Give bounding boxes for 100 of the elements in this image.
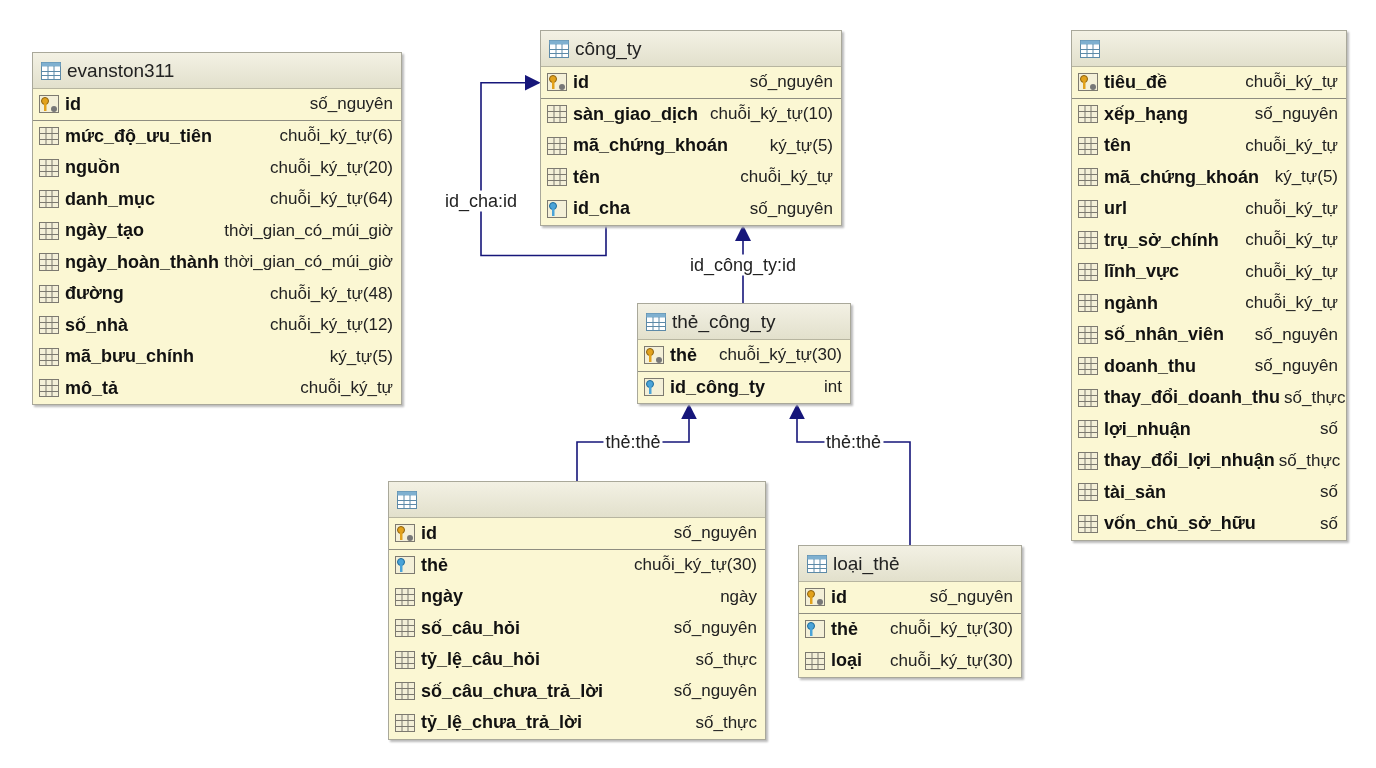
column-name: số_nhân_viên [1104, 324, 1225, 346]
column-type: số [1319, 482, 1338, 503]
column-type: số_nguyên [1253, 324, 1338, 345]
column-name: id [831, 586, 847, 608]
column-type: ký_tự(5) [1273, 167, 1338, 188]
table-card [637, 303, 851, 404]
column-type: chuỗi_ký_tự(30) [889, 650, 1013, 671]
table-row [389, 707, 765, 739]
column-name: thẻ [670, 344, 697, 366]
column-name: loại [831, 650, 862, 672]
column-name: url [1104, 198, 1127, 220]
column-type: ký_tự(5) [328, 346, 393, 367]
column-type: chuỗi_ký_tự(30) [889, 619, 1013, 640]
column-name: tỷ_lệ_câu_hỏi [421, 649, 541, 671]
table-row [1072, 508, 1346, 540]
column-name: thay_đổi_doanh_thu [1104, 387, 1280, 409]
column-type: số_thực [694, 649, 757, 670]
table-row [541, 67, 841, 99]
table-row [1072, 67, 1346, 99]
column-name: vốn_chủ_sở_hữu [1104, 513, 1256, 535]
column-type: chuỗi_ký_tự(12) [269, 315, 393, 336]
column-type: int [823, 377, 842, 398]
column-name: thẻ [831, 618, 858, 640]
table-row [33, 372, 401, 404]
column-name: trụ_sở_chính [1104, 229, 1219, 251]
table-row [799, 613, 1021, 645]
column-name: tên [573, 166, 600, 188]
column-type: chuỗi_ký_tự [1244, 72, 1338, 93]
column-name: xếp_hạng [1104, 103, 1189, 125]
column-type: chuỗi_ký_tự(30) [718, 345, 842, 366]
column-name: tiêu_đề [1104, 71, 1168, 93]
table-row [389, 549, 765, 581]
table-row [33, 89, 401, 121]
column-type: ký_tự(5) [768, 135, 833, 156]
table-row [541, 193, 841, 225]
table-row [541, 98, 841, 130]
column-type: chuỗi_ký_tự(20) [269, 157, 393, 178]
relationship-arrow [480, 74, 607, 257]
column-type: số [1319, 419, 1338, 440]
column-name: ngày [421, 586, 463, 608]
column-name: id [65, 93, 81, 115]
column-type: thời_gian_có_múi_giờ [223, 252, 393, 273]
column-type: số_thực [1277, 450, 1341, 471]
table-card [388, 481, 766, 740]
column-name: ngành [1104, 292, 1158, 314]
column-type: số_nguyên [672, 618, 757, 639]
column-type: số_nguyên [1253, 356, 1338, 377]
column-type: số_nguyên [1253, 104, 1338, 125]
column-name: nguồn [65, 157, 120, 179]
column-name: sàn_giao_dịch [573, 103, 699, 125]
table-row [799, 582, 1021, 614]
column-type: chuỗi_ký_tự [1244, 293, 1338, 314]
column-type: số_nguyên [928, 587, 1013, 608]
table-name: thẻ_công_ty [672, 310, 776, 333]
column-type: thời_gian_có_múi_giờ [223, 220, 393, 241]
column-name: tài_sản [1104, 481, 1167, 503]
column-name: doanh_thu [1104, 355, 1196, 377]
table-name: loại_thẻ [833, 552, 900, 575]
column-name: mã_chứng_khoán [1104, 166, 1260, 188]
column-name: danh_mục [65, 188, 156, 210]
column-name: tỷ_lệ_chưa_trả_lời [421, 712, 582, 734]
column-type: số [1319, 513, 1338, 534]
column-type: chuỗi_ký_tự(30) [633, 555, 757, 576]
column-type: chuỗi_ký_tự [1244, 198, 1338, 219]
column-name: ngày_hoàn_thành [65, 251, 220, 273]
column-name: lĩnh_vực [1104, 261, 1180, 283]
column-type: số_thực [1283, 387, 1346, 408]
table-row [389, 518, 765, 550]
column-type: chuỗi_ký_tự [739, 167, 833, 188]
column-name: số_nhà [65, 314, 129, 336]
table-row [1072, 98, 1346, 130]
column-type: số_nguyên [748, 72, 833, 93]
column-name: tên [1104, 135, 1131, 157]
column-name: mã_chứng_khoán [573, 135, 729, 157]
column-name: id_công_ty [670, 376, 766, 398]
column-type: chuỗi_ký_tự(10) [709, 104, 833, 125]
column-type: ngày [719, 586, 757, 607]
column-name: id_cha [573, 198, 631, 220]
table-card [540, 30, 842, 226]
column-name: mô_tả [65, 377, 118, 399]
column-type: chuỗi_ký_tự [1244, 135, 1338, 156]
column-type: số_nguyên [308, 94, 393, 115]
column-name: id [573, 71, 589, 93]
column-type: số_nguyên [672, 681, 757, 702]
table-row [799, 645, 1021, 677]
table-name: công_ty [575, 37, 642, 60]
column-name: mã_bưu_chính [65, 346, 195, 368]
column-type: chuỗi_ký_tự(64) [269, 189, 393, 210]
column-type: số_nguyên [672, 523, 757, 544]
column-type: chuỗi_ký_tự(6) [278, 126, 393, 147]
column-name: ngày_tạo [65, 220, 145, 242]
column-name: id [421, 522, 437, 544]
table-row [638, 340, 850, 372]
column-name: số_câu_hỏi [421, 617, 521, 639]
column-type: số_nguyên [748, 198, 833, 219]
column-name: thay_đổi_lợi_nhuận [1104, 450, 1275, 472]
column-name: mức_độ_ưu_tiên [65, 125, 213, 147]
table-row [33, 120, 401, 152]
table-card [1071, 30, 1347, 541]
table-name: evanston311 [67, 59, 175, 82]
